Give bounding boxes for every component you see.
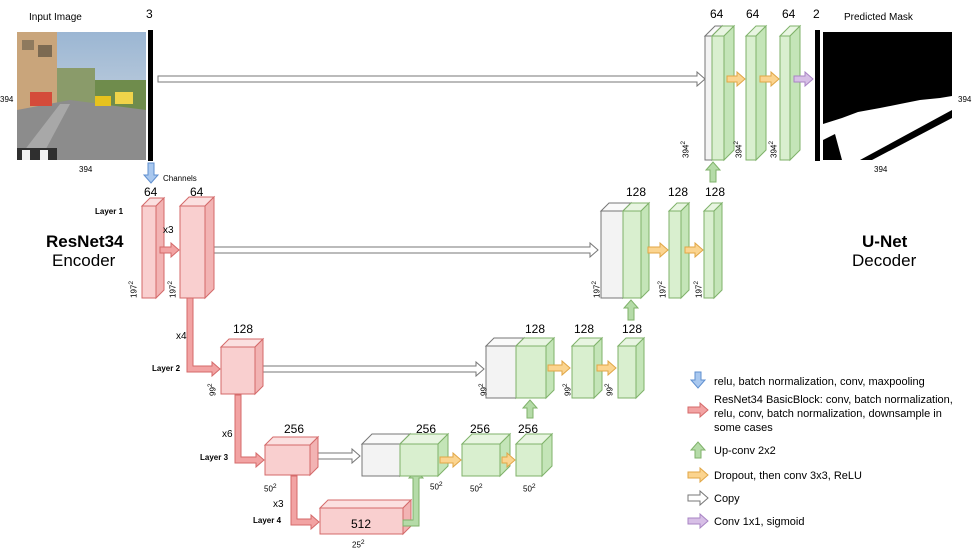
legend-dropout-icon: [688, 468, 708, 482]
size-l4: 252: [352, 540, 365, 550]
copy-arrow-layer3: [316, 449, 360, 463]
decoder-block-d1a: [400, 434, 448, 476]
size-d3a: 1972: [591, 281, 602, 298]
mask-height-label: 394: [958, 96, 971, 104]
size-d1a: 502: [430, 482, 443, 492]
legend-copy-text: Copy: [714, 492, 964, 506]
legend-basicblock-text: ResNet34 BasicBlock: conv, batch normali…: [714, 393, 969, 435]
d4c-channels: 64: [782, 8, 795, 20]
l1-to-l2-arrow: [187, 298, 220, 376]
size-d4a: 3942: [680, 141, 691, 158]
d1b-channels: 256: [470, 423, 490, 435]
legend-relu-icon: [691, 372, 705, 388]
encoder-subtitle: Encoder: [52, 252, 115, 269]
size-d3c: 1972: [693, 281, 704, 298]
output-channels-label: 2: [813, 8, 820, 20]
encoder-block-l3: [265, 437, 318, 475]
input-channels-label: 3: [146, 8, 153, 20]
decoder-block-d4c: [780, 26, 800, 160]
size-l1b: 1972: [167, 281, 178, 298]
layer2-label: Layer 2: [152, 365, 180, 373]
input-channel-bar: [148, 30, 153, 161]
d3c-channels: 128: [705, 186, 725, 198]
decoder-block-d4b: [746, 26, 766, 160]
decoder-block-d3c: [704, 203, 722, 298]
layer1-repeat: x3: [163, 226, 174, 236]
legend-basicblock-icon: [688, 403, 708, 417]
size-l1a: 1972: [128, 281, 139, 298]
d3a-channels: 128: [626, 186, 646, 198]
size-d3b: 1972: [657, 281, 668, 298]
layer1-label: Layer 1: [95, 208, 123, 216]
legend-relu-text: relu, batch normalization, conv, maxpool…: [714, 375, 964, 389]
d1-upconv-arrow: [523, 400, 537, 418]
decoder-block-d1b: [462, 434, 510, 476]
l1b-channels: 64: [190, 186, 203, 198]
l4-channels: 512: [351, 518, 371, 530]
output-channel-bar: [815, 30, 820, 161]
channels-caption: Channels: [163, 175, 197, 183]
predicted-mask-image: [823, 32, 952, 160]
input-image-title: Input Image: [29, 13, 82, 23]
predicted-mask-title: Predicted Mask: [844, 13, 913, 23]
copy-arrow-input: [158, 72, 705, 86]
legend-copy-icon: [688, 491, 708, 505]
input-width-label: 394: [79, 166, 92, 174]
layer3-label: Layer 3: [200, 454, 228, 462]
d3-dropout-arrow-1: [648, 243, 668, 257]
legend-conv1x1-icon: [688, 514, 708, 528]
encoder-block-l2: [221, 339, 263, 394]
layer2-repeat: x4: [176, 332, 187, 342]
l2-channels: 128: [233, 323, 253, 335]
decoder-subtitle: Decoder: [852, 252, 916, 269]
decoder-block-d2c: [618, 338, 644, 398]
l2-to-l3-arrow: [235, 395, 264, 467]
input-image-photo: [17, 32, 146, 160]
d3b-channels: 128: [668, 186, 688, 198]
d2-upconv-arrow: [624, 300, 638, 320]
layer3-repeat: x6: [222, 430, 233, 440]
d2a-channels: 128: [525, 323, 545, 335]
d2c-channels: 128: [622, 323, 642, 335]
layer4-repeat: x3: [273, 500, 284, 510]
size-d4b: 3942: [733, 141, 744, 158]
decoder-block-d1c: [516, 434, 552, 476]
size-d2b: 992: [562, 383, 573, 396]
input-height-label: 394: [0, 96, 13, 104]
encoder-block-l1b: [180, 197, 214, 298]
d4a-channels: 64: [710, 8, 723, 20]
legend-upconv-icon: [691, 442, 705, 458]
l3-to-l4-arrow: [291, 476, 319, 529]
legend-dropout-text: Dropout, then conv 3x3, ReLU: [714, 469, 964, 483]
layer4-label: Layer 4: [253, 517, 281, 525]
size-l2: 992: [207, 383, 218, 396]
l1a-channels: 64: [144, 186, 157, 198]
legend-upconv-text: Up-conv 2x2: [714, 444, 964, 458]
input-to-l1-arrow: [144, 163, 158, 183]
encoder-title: ResNet34: [46, 233, 124, 250]
size-d1c: 502: [523, 484, 536, 494]
decoder-title: U-Net: [862, 233, 907, 250]
size-d1b: 502: [470, 484, 483, 494]
size-d2c: 992: [604, 383, 615, 396]
copy-arrow-layer2: [258, 362, 484, 376]
decoder-block-d4a: [712, 26, 734, 160]
size-d2a: 992: [478, 383, 489, 396]
d4b-channels: 64: [746, 8, 759, 20]
d1c-channels: 256: [518, 423, 538, 435]
legend-conv1x1-text: Conv 1x1, sigmoid: [714, 515, 964, 529]
mask-width-label: 394: [874, 166, 887, 174]
decoder-block-d3a: [623, 203, 649, 298]
d2b-channels: 128: [574, 323, 594, 335]
size-d4c: 3942: [768, 141, 779, 158]
copy-arrow-layer1: [212, 243, 598, 257]
d3-upconv-arrow: [706, 162, 720, 182]
d1a-channels: 256: [416, 423, 436, 435]
size-l3: 502: [264, 484, 277, 494]
l3-channels: 256: [284, 423, 304, 435]
